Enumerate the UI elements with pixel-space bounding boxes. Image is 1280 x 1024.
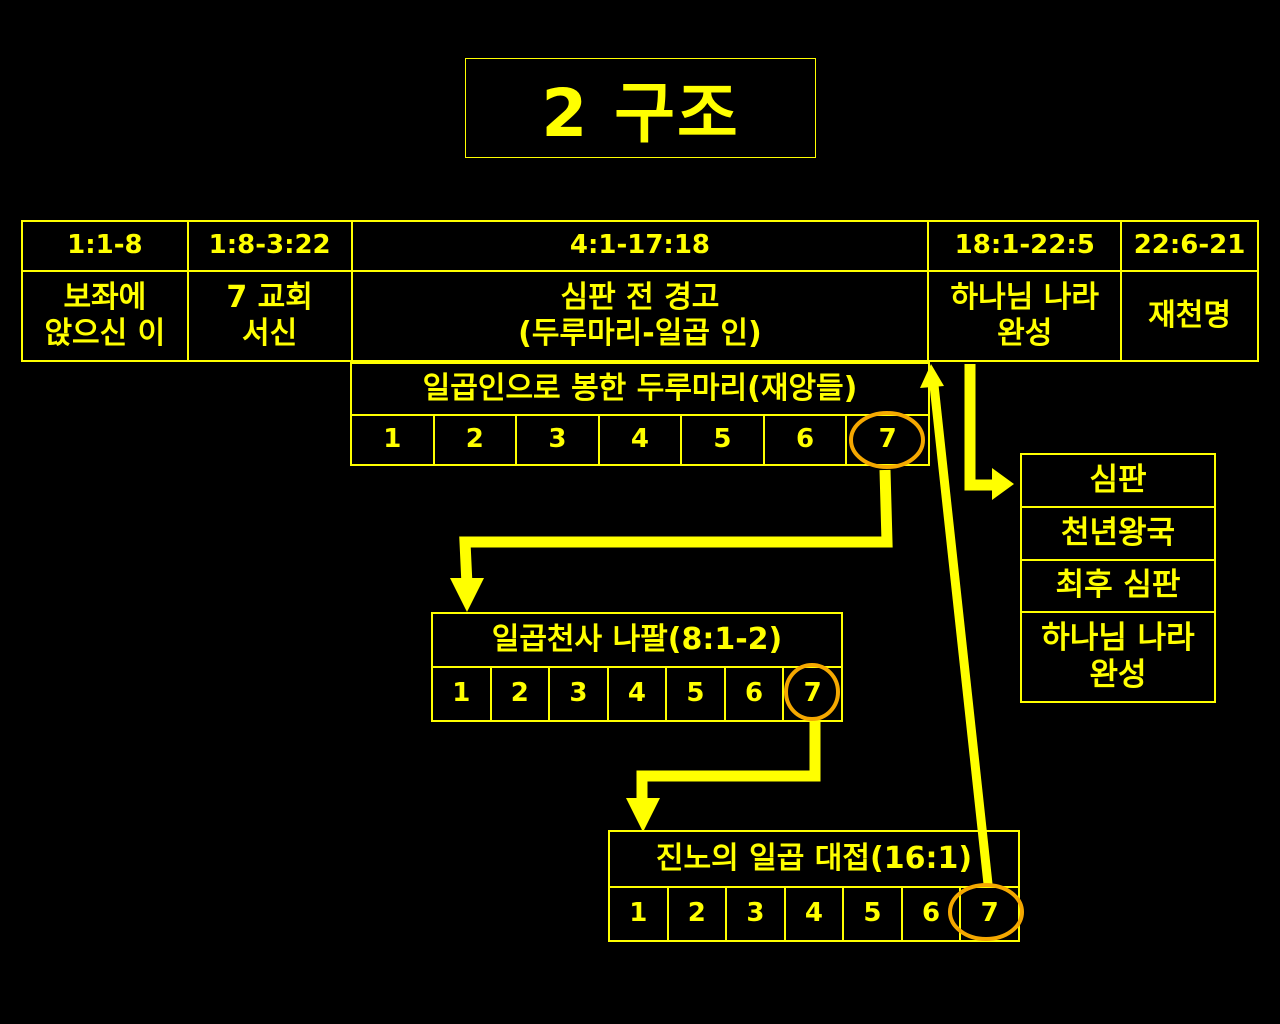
bowls-box: 진노의 일곱 대접(16:1) 1 2 3 4 5 6 7 [608,830,1020,942]
arrowhead-down-icon [626,798,660,832]
highlight-circle-icon [849,411,925,469]
trumpet-number: 3 [548,666,609,722]
trumpet-number: 4 [606,666,668,722]
reference-row: 1:1-8 1:8-3:22 4:1-17:18 18:1-22:5 22:6-… [21,220,1259,272]
ref-cell: 18:1-22:5 [927,220,1123,272]
ref-cell: 22:6-21 [1120,220,1259,272]
trumpets-title: 일곱천사 나팔(8:1-2) [431,612,843,668]
ref-cell: 1:8-3:22 [186,220,353,272]
label-line: 앉으신 이 [44,316,166,351]
structure-table: 1:1-8 1:8-3:22 4:1-17:18 18:1-22:5 22:6-… [21,220,1259,362]
trumpet-number: 6 [723,666,785,722]
section-label-cell: 7 교회 서신 [186,270,353,362]
label-line: 서신 [242,316,298,351]
slide-title: 2 구조 [465,58,816,158]
highlight-circle-icon [784,663,840,721]
seals-box: 일곱인으로 봉한 두루마리(재앙들) 1 2 3 4 5 6 7 [350,362,930,466]
kingdom-to-list-connector [964,364,995,491]
label-line: 심판 전 경고 [560,280,720,315]
label-line: 보좌에 [63,280,147,315]
seal-number: 6 [762,414,848,466]
label-line: 하나님 나라 [950,280,1099,315]
trumpet-number: 1 [431,666,492,722]
label-line: 완성 [1089,657,1147,693]
bowl-number: 3 [725,886,786,942]
label-line: (두루마리-일곱 인) [518,316,762,351]
highlight-circle-icon [948,883,1024,941]
seal-number: 1 [350,414,435,466]
kingdom-list: 심판 천년왕국 최후 심판 하나님 나라 완성 [1020,453,1216,703]
seal-number: 4 [597,414,683,466]
arrowhead-down-icon [450,578,484,612]
trumpet-number: 5 [665,666,726,722]
bowl-number: 2 [666,886,728,942]
section-label-cell: 하나님 나라 완성 [927,270,1123,362]
label-line: 완성 [997,316,1053,351]
label-line: 하나님 나라 [1041,619,1195,656]
seal-to-trumpet-connector [459,469,893,586]
section-label-cell: 심판 전 경고 (두루마리-일곱 인) [350,270,930,362]
seal-number: 2 [432,414,518,466]
ref-cell: 4:1-17:18 [350,220,930,272]
section-label-cell: 재천명 [1120,270,1259,362]
trumpets-box: 일곱천사 나팔(8:1-2) 1 2 3 4 5 6 7 [431,612,843,722]
section-label-row: 보좌에 앉으신 이 7 교회 서신 심판 전 경고 (두루마리-일곱 인) 하나… [21,270,1259,362]
kingdom-list-item: 하나님 나라 완성 [1020,611,1216,703]
kingdom-list-item: 천년왕국 [1020,506,1216,561]
section-label-cell: 보좌에 앉으신 이 [21,270,189,362]
seals-title: 일곱인으로 봉한 두루마리(재앙들) [350,362,930,416]
label-line: 7 교회 [226,280,313,315]
seal-number: 5 [680,414,765,466]
kingdom-list-item: 최후 심판 [1020,559,1216,613]
trumpet-to-bowl-connector [636,720,821,800]
trumpet-number: 2 [489,666,551,722]
arrowhead-right-icon [992,468,1014,500]
kingdom-list-item: 심판 [1020,453,1216,508]
seal-number: 3 [515,414,600,466]
bowl-number: 4 [783,886,845,942]
arrowhead-up-icon [920,364,944,388]
label-line: 재천명 [1148,298,1231,333]
bowl-number: 1 [608,886,669,942]
bowl-number: 5 [842,886,903,942]
bowl-to-kingdom-connector [929,384,993,885]
ref-cell: 1:1-8 [21,220,189,272]
bowls-title: 진노의 일곱 대접(16:1) [608,830,1020,888]
